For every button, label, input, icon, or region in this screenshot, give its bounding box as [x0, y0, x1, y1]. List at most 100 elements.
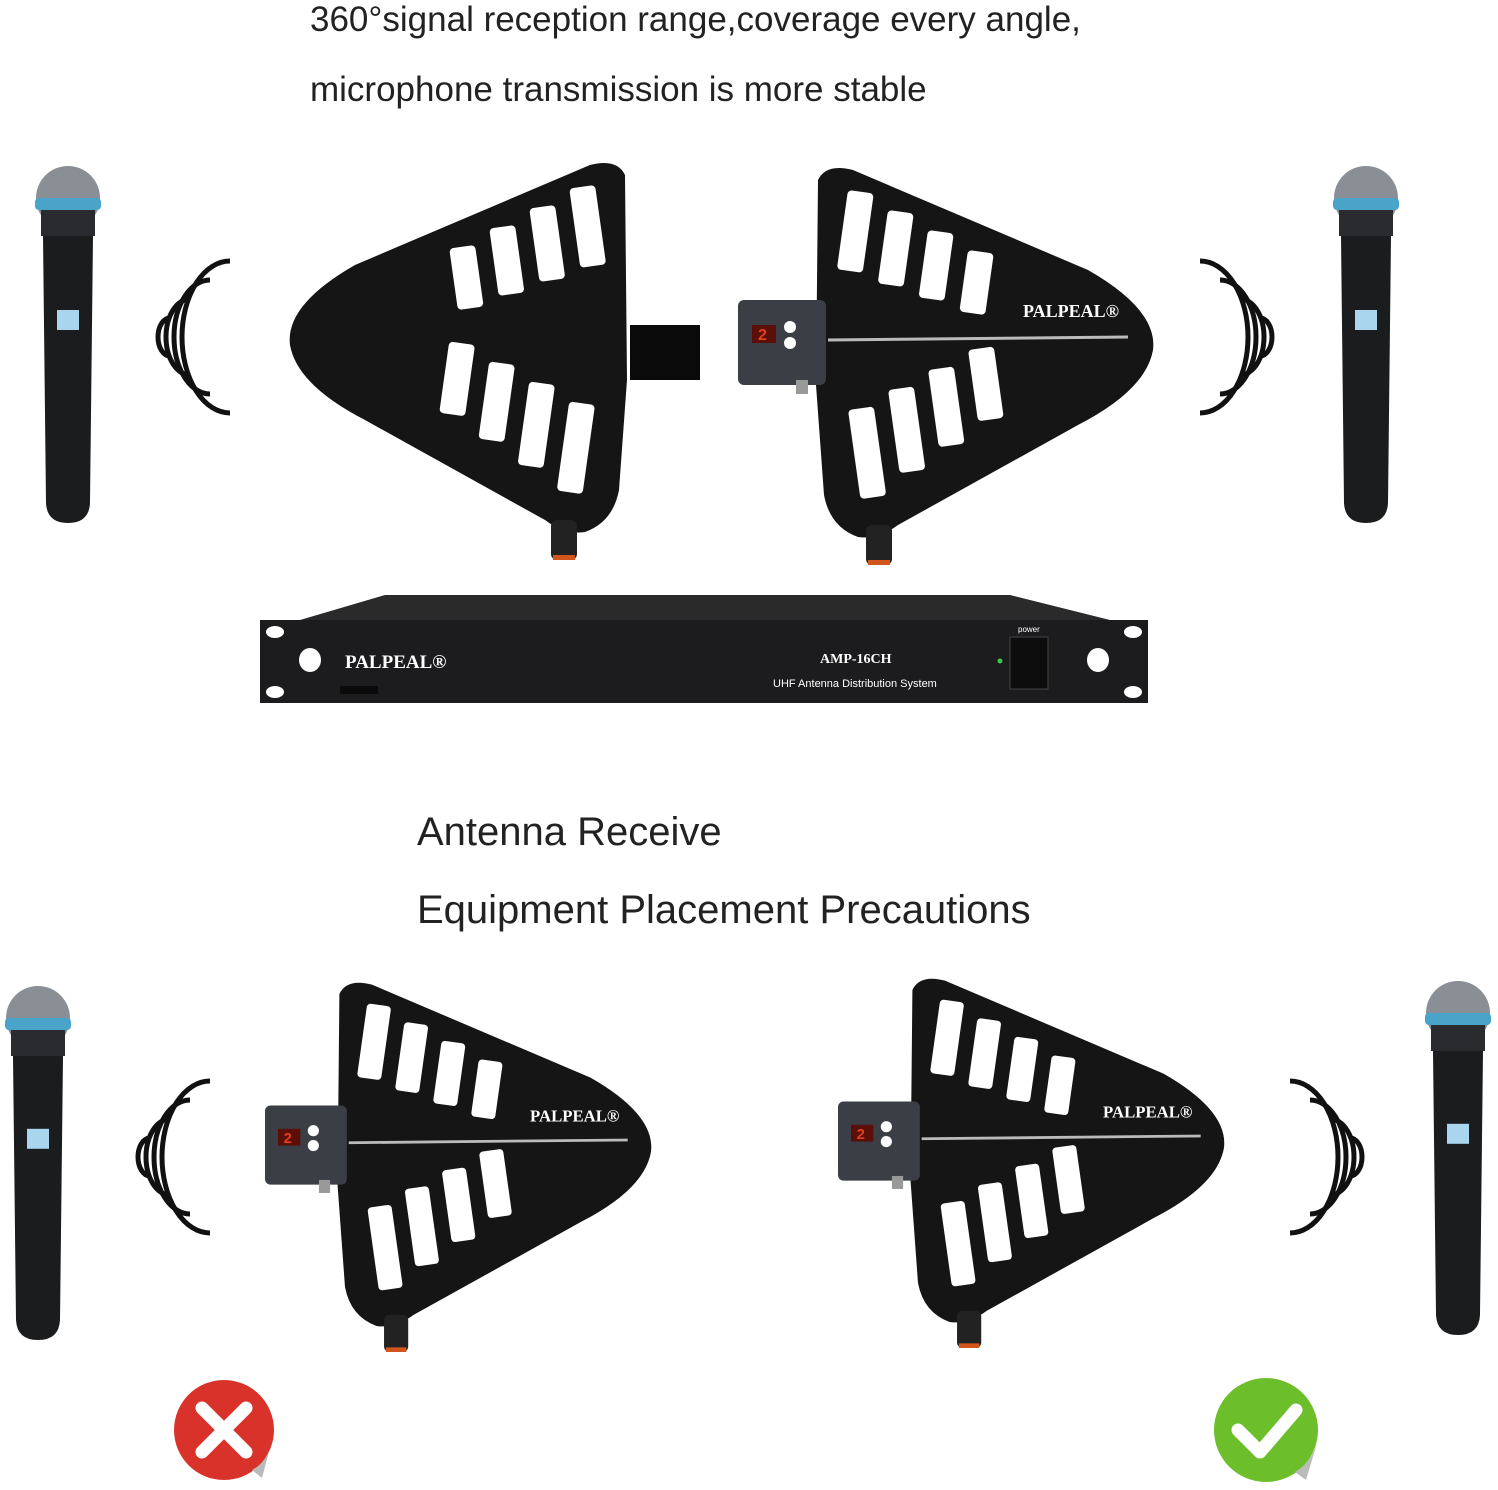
rack-ear-hole — [1124, 626, 1142, 638]
mic-neck — [41, 210, 95, 236]
antenna-slot — [1006, 1036, 1039, 1102]
antenna-slot — [888, 386, 925, 473]
channel-display — [851, 1124, 874, 1142]
antenna-slot — [557, 401, 595, 494]
rack-ear-hole — [266, 626, 284, 638]
signal-wave — [1259, 315, 1275, 359]
mic-band — [1425, 1013, 1491, 1025]
check-mark-icon — [1214, 1378, 1318, 1482]
antenna-slot — [471, 1059, 503, 1120]
antenna-top-left — [289, 162, 700, 560]
rack-mount-hole — [299, 648, 321, 672]
signal-wave — [1199, 258, 1251, 416]
x-mark — [195, 1401, 253, 1459]
mic-neck — [11, 1030, 65, 1056]
antenna-slot — [367, 1204, 403, 1291]
gain-down-button — [880, 1135, 892, 1148]
antenna-slot — [433, 1040, 466, 1106]
rack-brand: PALPEAL® — [345, 652, 446, 673]
section-title-line-2: Equipment Placement Precautions — [417, 888, 1031, 932]
sticker-curl — [252, 1440, 272, 1478]
mic-body — [1341, 236, 1391, 523]
ir-window — [340, 686, 378, 694]
channel-display — [752, 325, 776, 343]
rack-top — [300, 595, 1110, 620]
antenna-slot — [928, 366, 965, 447]
signal-wave — [159, 1078, 211, 1236]
antenna-slot — [968, 1018, 1001, 1089]
mic-neck — [1339, 210, 1393, 236]
rack-model: AMP-16CH — [820, 652, 892, 667]
gain-up-button — [784, 321, 796, 333]
mic-band — [35, 198, 101, 210]
amplifier-box — [265, 1105, 347, 1185]
antenna-slot — [848, 406, 886, 499]
signal-wave — [1309, 1097, 1349, 1217]
power-label: power — [1018, 625, 1040, 634]
antenna-mount — [384, 1314, 409, 1352]
power-switch[interactable] — [1009, 636, 1049, 690]
x-mark-icon — [174, 1380, 274, 1480]
antenna-brand: PALPEAL® — [1023, 301, 1119, 321]
antenna-brand: PALPEAL® — [1103, 1102, 1193, 1121]
signal-wave — [179, 258, 231, 416]
gain-down-button — [784, 337, 796, 349]
antenna-slot — [919, 230, 954, 301]
signal-waves-bottom-left — [135, 1078, 211, 1236]
signal-wave — [171, 277, 211, 397]
header-line-1: 360°signal reception range,coverage ever… — [310, 0, 1081, 39]
header-line-2: microphone transmission is more stable — [310, 70, 927, 109]
signal-wave — [155, 315, 171, 359]
antenna-rod — [827, 335, 1129, 342]
microphone-bottom-left — [5, 986, 71, 1340]
antenna-slot — [404, 1186, 439, 1267]
antenna-mount — [957, 1310, 982, 1348]
antenna-brand: PALPEAL® — [530, 1106, 620, 1125]
antenna-slot — [1052, 1145, 1085, 1214]
sticker-curl — [1295, 1440, 1318, 1480]
microphone-top-right — [1333, 166, 1399, 523]
antenna-rod — [921, 1134, 1201, 1141]
antenna-bottom-right: 2 PALPEAL® — [838, 978, 1225, 1348]
mic-screen — [57, 310, 79, 330]
antenna-slot — [878, 210, 914, 287]
antenna-slot — [489, 225, 524, 296]
signal-wave — [1349, 1135, 1365, 1179]
channel-digit: 2 — [857, 1127, 865, 1143]
mic-body — [13, 1056, 63, 1340]
mic-neck — [1431, 1025, 1485, 1051]
antenna-slot — [837, 190, 874, 273]
antenna-rod — [348, 1138, 628, 1145]
gain-up-button — [307, 1125, 319, 1137]
antenna-slot — [1044, 1055, 1076, 1116]
bnc-connector — [318, 1179, 331, 1193]
antenna-mount-ring — [868, 560, 890, 565]
antenna-mount-ring — [385, 1347, 407, 1352]
mic-screen — [27, 1128, 49, 1149]
gain-down-button — [307, 1139, 319, 1152]
antenna-slot — [449, 245, 484, 310]
antenna-slot — [442, 1167, 476, 1243]
antenna-bottom-left: 2 PALPEAL® — [265, 982, 652, 1352]
antenna-slot — [940, 1200, 976, 1287]
microphone-bottom-right — [1425, 981, 1491, 1335]
gain-up-button — [880, 1121, 892, 1133]
bnc-connector — [891, 1175, 904, 1189]
mic-band — [5, 1018, 71, 1030]
rack-ear-hole — [1124, 686, 1142, 698]
channel-digit: 2 — [284, 1131, 292, 1147]
amplifier-box — [838, 1101, 920, 1181]
microphone-top-left — [35, 166, 101, 523]
channel-digit: 2 — [758, 327, 767, 344]
mic-body — [43, 236, 93, 523]
antenna-slot — [395, 1022, 428, 1093]
mic-screen — [1355, 310, 1377, 330]
mount-plate — [630, 325, 700, 380]
antenna-slot — [357, 1003, 391, 1080]
antenna-mount-ring — [958, 1343, 980, 1348]
signal-wave — [135, 1135, 151, 1179]
antenna-slot — [529, 205, 565, 282]
antenna-slot — [479, 1149, 512, 1218]
